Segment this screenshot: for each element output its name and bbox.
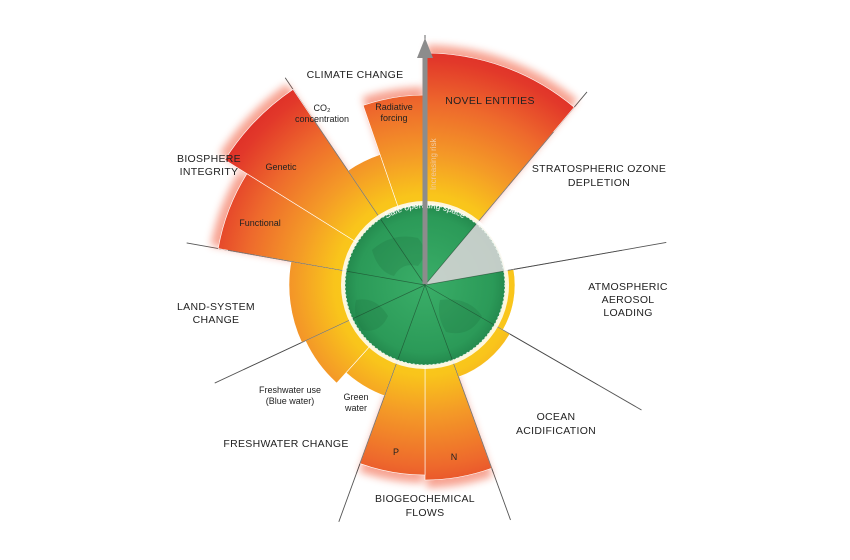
label-biosphere-line2: INTEGRITY — [180, 166, 239, 178]
label-biogeochemical-line1: BIOGEOCHEMICAL — [375, 493, 475, 505]
spoke-5 — [397, 284, 426, 361]
label-aerosol-line3: LOADING — [603, 307, 652, 319]
sub-labels: CO₂ concentration Radiative forcing Gene… — [239, 102, 457, 462]
spoke-6 — [352, 284, 426, 320]
ozone-safe-segment — [425, 223, 504, 285]
label-land-system-line1: LAND-SYSTEM — [177, 301, 255, 313]
label-nitrogen: N — [451, 452, 458, 462]
spoke-2 — [424, 270, 504, 286]
label-co2-line2: concentration — [295, 114, 349, 124]
label-biosphere-line1: BIOSPHERE — [177, 153, 241, 165]
label-blue-water-line2: (Blue water) — [266, 396, 315, 406]
label-novel-entities: NOVEL ENTITIES — [445, 95, 535, 107]
label-ozone-line1: STRATOSPHERIC OZONE — [532, 163, 666, 175]
increasing-risk-arrow — [417, 38, 433, 284]
spoke-7 — [346, 270, 426, 286]
label-genetic: Genetic — [265, 162, 297, 172]
label-aerosol-line1: ATMOSPHERIC — [588, 281, 668, 293]
globe-continents — [354, 236, 482, 334]
label-functional: Functional — [239, 218, 281, 228]
label-green-water-line2: water — [344, 403, 367, 413]
label-ozone-line2: DEPLETION — [568, 177, 630, 189]
label-freshwater: FRESHWATER CHANGE — [223, 438, 348, 450]
label-aerosol-line2: AEROSOL — [602, 294, 655, 306]
label-ocean-line1: OCEAN — [537, 411, 576, 423]
label-green-water-line1: Green — [343, 392, 368, 402]
spoke-3 — [424, 284, 495, 326]
label-biogeochemical-line2: FLOWS — [406, 507, 445, 519]
label-radiative-line2: forcing — [380, 113, 407, 123]
label-ocean-line2: ACIDIFICATION — [516, 425, 596, 437]
increasing-risk-label: Increasing risk — [429, 137, 438, 190]
label-blue-water-line1: Freshwater use — [259, 385, 321, 395]
spoke-4 — [424, 284, 453, 361]
label-land-system-line2: CHANGE — [193, 314, 240, 326]
spoke-1 — [424, 223, 477, 286]
label-co2-line1: CO₂ — [314, 103, 332, 113]
label-radiative-line1: Radiative — [375, 102, 413, 112]
label-phosphorus: P — [393, 447, 399, 457]
boundary-labels: CLIMATE CHANGE NOVEL ENTITIES STRATOSPHE… — [177, 69, 668, 519]
spoke-8 — [379, 218, 426, 286]
label-climate-change: CLIMATE CHANGE — [307, 69, 404, 81]
